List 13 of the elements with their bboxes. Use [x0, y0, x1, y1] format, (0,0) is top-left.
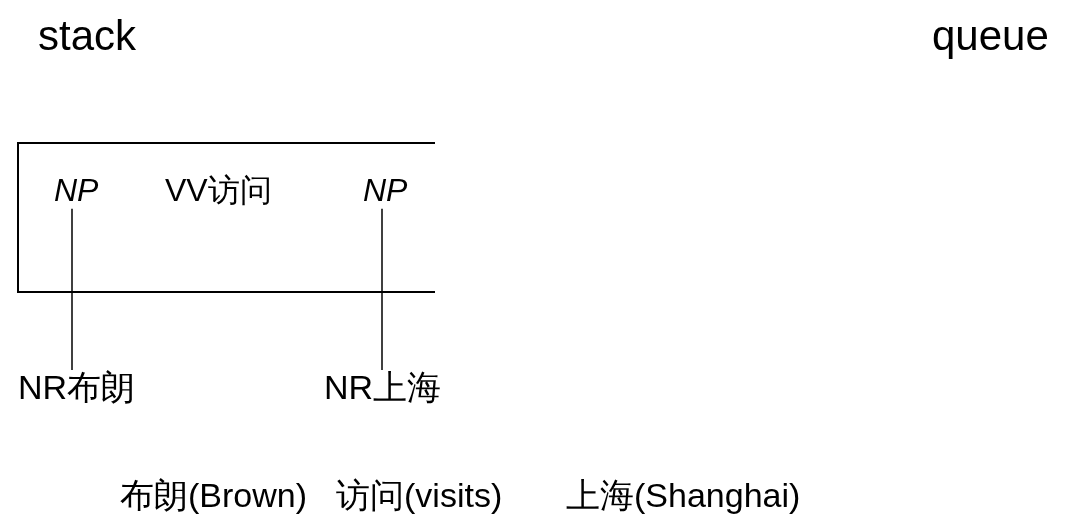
- word-label: NR布朗: [18, 368, 136, 408]
- gloss-text: 访问(visits): [336, 476, 503, 516]
- connector-line: [381, 208, 383, 371]
- heading: queue: [932, 12, 1049, 61]
- word-label: VV访问: [165, 172, 272, 209]
- connector-line: [71, 208, 73, 371]
- gloss-text: 上海(Shanghai): [566, 476, 801, 516]
- phrase-label: NP: [54, 172, 99, 209]
- heading: stack: [38, 12, 137, 61]
- phrase-label: NP: [363, 172, 408, 209]
- word-label: NR上海: [324, 368, 442, 408]
- stack-box: [17, 142, 435, 293]
- gloss-text: 布朗(Brown): [120, 476, 308, 516]
